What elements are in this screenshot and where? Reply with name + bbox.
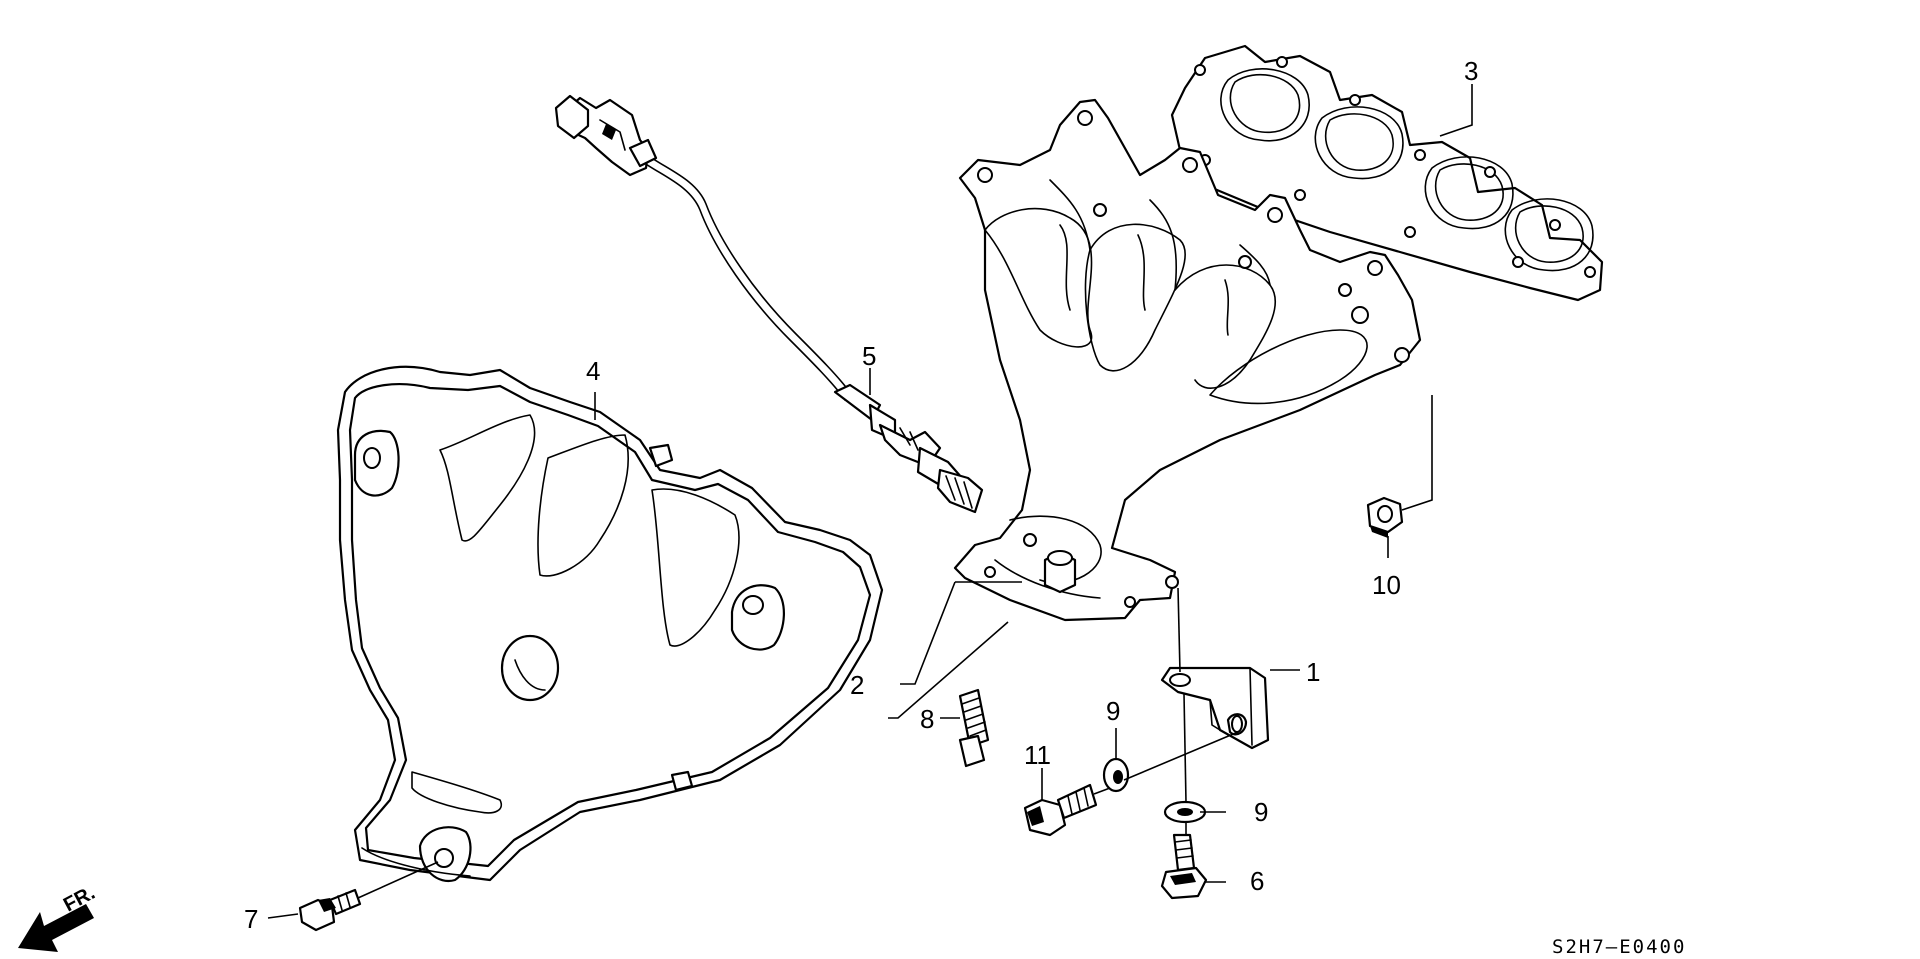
manifold-gasket (1170, 44, 1604, 302)
heat-shield (336, 365, 884, 883)
front-direction-indicator: FR. (18, 882, 99, 952)
callout-labels: 1 2 3 4 5 6 7 8 9 9 10 11 (244, 56, 1478, 934)
front-direction-label: FR. (60, 882, 99, 917)
callout-10: 10 (1372, 570, 1401, 600)
callout-9-upper: 9 (1106, 696, 1120, 726)
drawing-code: S2H7–E0400 (1552, 936, 1686, 958)
callout-7: 7 (244, 904, 258, 934)
callout-3: 3 (1464, 56, 1478, 86)
callout-9-lower: 9 (1254, 797, 1268, 827)
manifold-bracket (1160, 666, 1270, 750)
washer-lower (1163, 800, 1207, 824)
flange-bolt (1023, 783, 1098, 837)
callout-8: 8 (920, 704, 934, 734)
bracket-bolt (1160, 833, 1208, 900)
front-arrow-icon (18, 904, 94, 952)
washer-upper (1102, 757, 1130, 793)
callout-5: 5 (862, 341, 876, 371)
heat-shield-bolt (298, 888, 362, 932)
callout-1: 1 (1306, 657, 1320, 687)
leader-lines (267, 84, 1473, 919)
callout-4: 4 (586, 356, 600, 386)
stud-bolt (958, 688, 990, 768)
callout-2: 2 (850, 670, 864, 700)
exhaust-manifold (953, 98, 1422, 622)
oxygen-sensor (554, 94, 984, 514)
flange-nut (1366, 496, 1404, 538)
callout-11: 11 (1024, 740, 1051, 770)
callout-6: 6 (1250, 866, 1264, 896)
